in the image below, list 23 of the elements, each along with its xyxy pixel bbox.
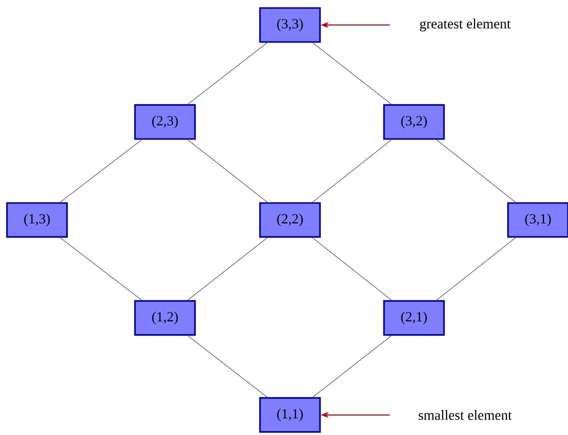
element-box: (1,2)	[134, 300, 196, 336]
connecting-line	[312, 238, 392, 300]
element-box: (1,1)	[259, 397, 321, 433]
element-box: (2,3)	[134, 104, 196, 140]
connecting-line	[188, 42, 268, 104]
annotation-text: greatest element	[420, 18, 511, 32]
annotation-text: smallest element	[418, 410, 512, 420]
element-box: (2,1)	[383, 300, 445, 336]
connecting-line	[60, 140, 142, 202]
element-box: (3,2)	[383, 104, 445, 140]
element-box: (1,3)	[6, 202, 68, 238]
element-box: (3,3)	[259, 7, 321, 43]
element-box: (2,2)	[259, 202, 321, 238]
connecting-line	[312, 42, 392, 104]
element-box: (3,1)	[507, 202, 568, 238]
connecting-line	[188, 336, 268, 398]
connecting-line	[312, 140, 392, 202]
connecting-line	[312, 336, 392, 398]
connecting-line	[436, 238, 516, 300]
connecting-line	[60, 238, 142, 300]
connecting-line	[187, 238, 268, 300]
connecting-line	[436, 140, 516, 202]
connecting-line	[187, 140, 268, 202]
